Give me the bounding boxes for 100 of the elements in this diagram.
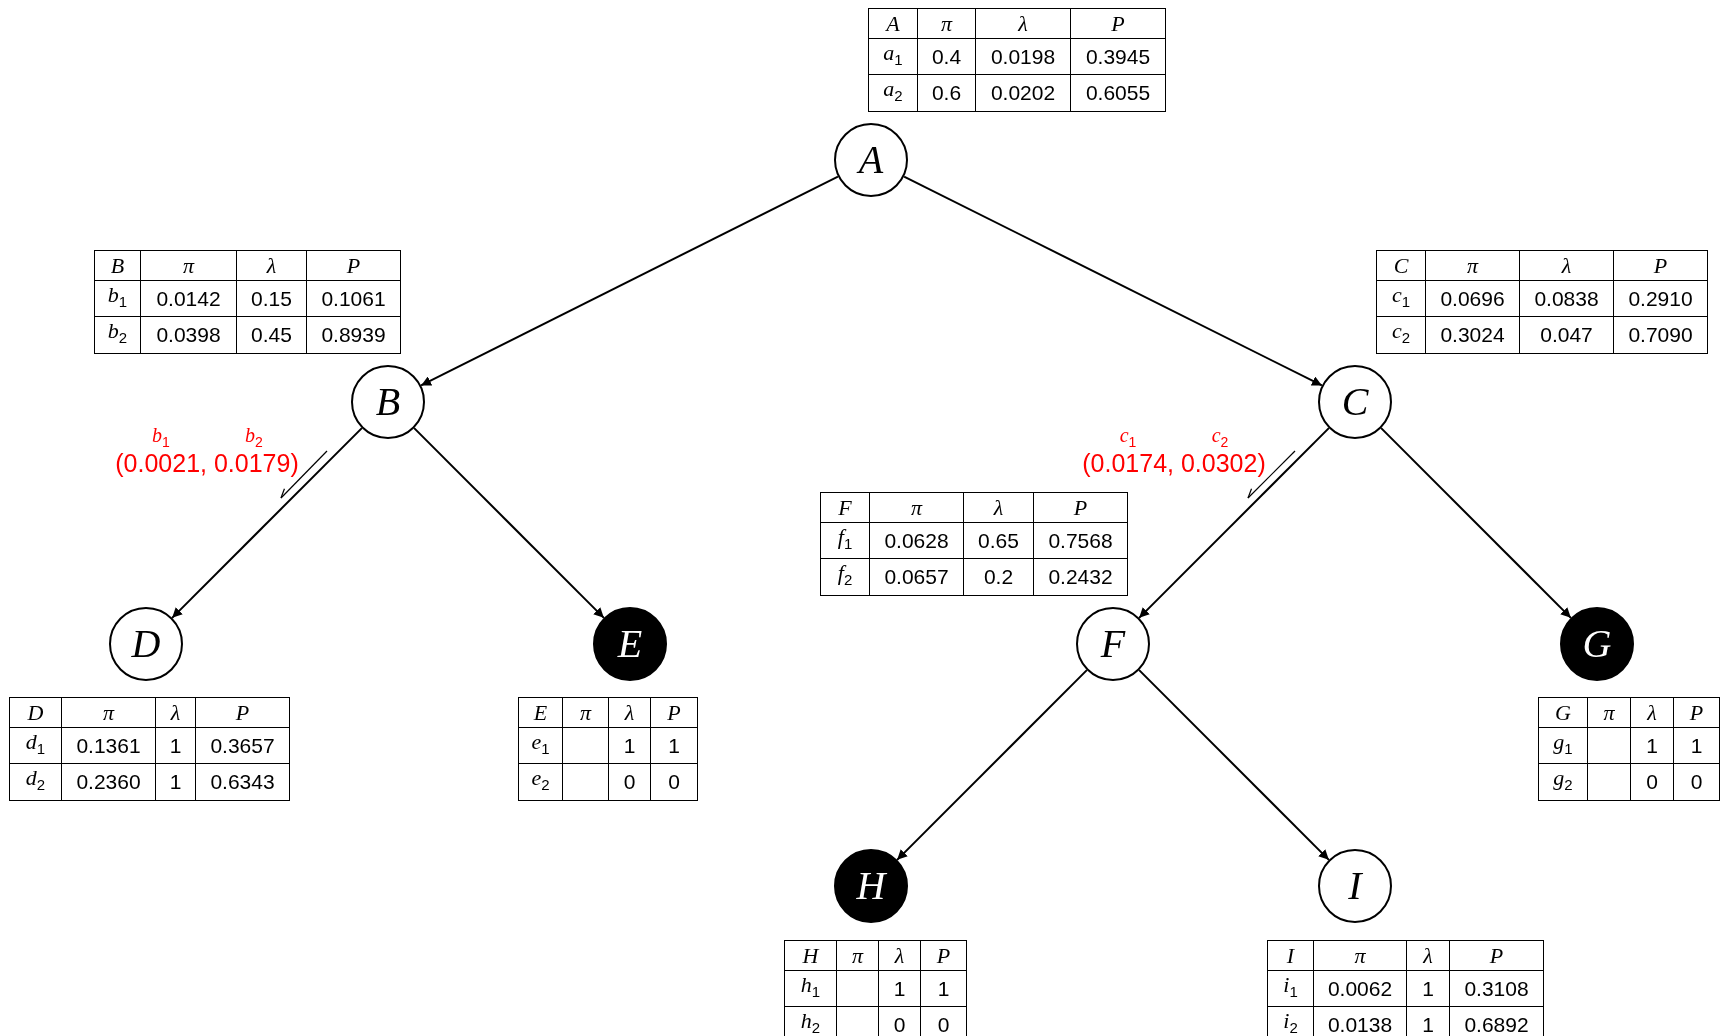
probability-value: 0.047	[1519, 316, 1614, 354]
probability-value: 0.0202	[975, 74, 1071, 112]
column-header: P	[920, 940, 967, 971]
column-header: P	[195, 697, 290, 728]
probability-value: 0.2360	[61, 763, 156, 801]
probability-value: 0.3945	[1070, 38, 1166, 75]
arrow	[1138, 669, 1330, 861]
message-index: c$_{1}$	[1119, 424, 1137, 450]
column-header: P	[1449, 940, 1544, 971]
column-header: D	[9, 697, 62, 728]
column-header: G	[1538, 697, 1588, 728]
probability-value: 0.8939	[306, 316, 401, 354]
column-header: B	[94, 250, 141, 281]
state-label: b$_{1}$	[94, 280, 141, 317]
column-header: P	[1070, 8, 1166, 39]
state-label: h$_{1}$	[784, 970, 837, 1007]
probability-value: 0.0398	[140, 316, 237, 354]
arrow	[413, 427, 605, 619]
state-label: b$_{2}$	[94, 316, 141, 354]
state-label: c$_{1}$	[1376, 280, 1426, 317]
probability-value: 0.6343	[195, 763, 290, 801]
probability-value: 1	[1406, 970, 1450, 1007]
arrow	[1380, 427, 1572, 619]
column-header: π	[1313, 940, 1407, 971]
state-label: g$_{1}$	[1538, 727, 1588, 764]
state-label: e$_{1}$	[518, 727, 563, 764]
probability-value: 0.7090	[1613, 316, 1708, 354]
state-label: g$_{2}$	[1538, 763, 1588, 801]
arrow	[420, 175, 839, 387]
node-circle: I	[1318, 849, 1392, 923]
probability-value: 0.6055	[1070, 74, 1166, 112]
probability-value: 1	[878, 970, 921, 1007]
probability-value: 0	[1673, 763, 1720, 801]
column-header: E	[518, 697, 563, 728]
probability-value: 1	[608, 727, 651, 764]
column-header: π	[562, 697, 609, 728]
state-label: a$_{2}$	[868, 74, 918, 112]
state-label: e$_{2}$	[518, 763, 563, 801]
probability-value: 1	[155, 763, 196, 801]
node-circle: C	[1318, 365, 1392, 439]
probability-value: 0.7568	[1033, 522, 1128, 559]
column-header: π	[140, 250, 237, 281]
probability-value: 0.0062	[1313, 970, 1407, 1007]
column-header: λ	[236, 250, 307, 281]
probability-value: 0	[1630, 763, 1674, 801]
column-header: π	[869, 492, 964, 523]
column-header: λ	[1519, 250, 1614, 281]
probability-value: 1	[155, 727, 196, 764]
filled-node-circle: E	[593, 607, 667, 681]
column-header: F	[820, 492, 870, 523]
message-index: b$_{1}$	[152, 424, 170, 450]
column-header: π	[61, 697, 156, 728]
node-circle: D	[109, 607, 183, 681]
filled-node-circle: H	[834, 849, 908, 923]
probability-value: 0.1361	[61, 727, 156, 764]
column-header: I	[1267, 940, 1314, 971]
message-value: (0.0174, 0.0302)	[1082, 448, 1266, 478]
probability-value: 0.0657	[869, 558, 964, 596]
state-label: h$_{2}$	[784, 1006, 837, 1036]
probability-value: 0.45	[236, 316, 307, 354]
state-label: f$_{1}$	[820, 522, 870, 559]
column-header: λ	[1406, 940, 1450, 971]
message-index: b$_{2}$	[245, 424, 263, 450]
probability-value: 1	[650, 727, 698, 764]
probability-value: 1	[1673, 727, 1720, 764]
probability-value: 0.65	[963, 522, 1034, 559]
state-label: f$_{2}$	[820, 558, 870, 596]
probability-value: 0.0142	[140, 280, 237, 317]
probability-value: 0.2	[963, 558, 1034, 596]
node-circle: A	[834, 123, 908, 197]
probability-value: 0.1061	[306, 280, 401, 317]
node-circle: B	[351, 365, 425, 439]
probability-value: 0.4	[917, 38, 976, 75]
probability-value: 1	[920, 970, 967, 1007]
state-label: a$_{1}$	[868, 38, 918, 75]
column-header: A	[868, 8, 918, 39]
column-header: H	[784, 940, 837, 971]
message-index: c$_{2}$	[1211, 424, 1229, 450]
probability-value: 0.15	[236, 280, 307, 317]
column-header: C	[1376, 250, 1426, 281]
probability-value: 0.2432	[1033, 558, 1128, 596]
filled-node-circle: G	[1560, 607, 1634, 681]
column-header: π	[836, 940, 879, 971]
column-header: P	[1613, 250, 1708, 281]
state-label: i$_{1}$	[1267, 970, 1314, 1007]
probability-value: 0.0628	[869, 522, 964, 559]
probability-value: 0.2910	[1613, 280, 1708, 317]
state-label: c$_{2}$	[1376, 316, 1426, 354]
state-label: d$_{1}$	[9, 727, 62, 764]
probability-value: 0.0198	[975, 38, 1071, 75]
state-label: d$_{2}$	[9, 763, 62, 801]
column-header: λ	[975, 8, 1071, 39]
message-value: (0.0021, 0.0179)	[115, 448, 299, 478]
column-header: P	[306, 250, 401, 281]
probability-value: 0	[608, 763, 651, 801]
column-header: λ	[155, 697, 196, 728]
column-header: π	[1587, 697, 1631, 728]
column-header: P	[1673, 697, 1720, 728]
probability-value: 0.3657	[195, 727, 290, 764]
probability-value: 0.3108	[1449, 970, 1544, 1007]
